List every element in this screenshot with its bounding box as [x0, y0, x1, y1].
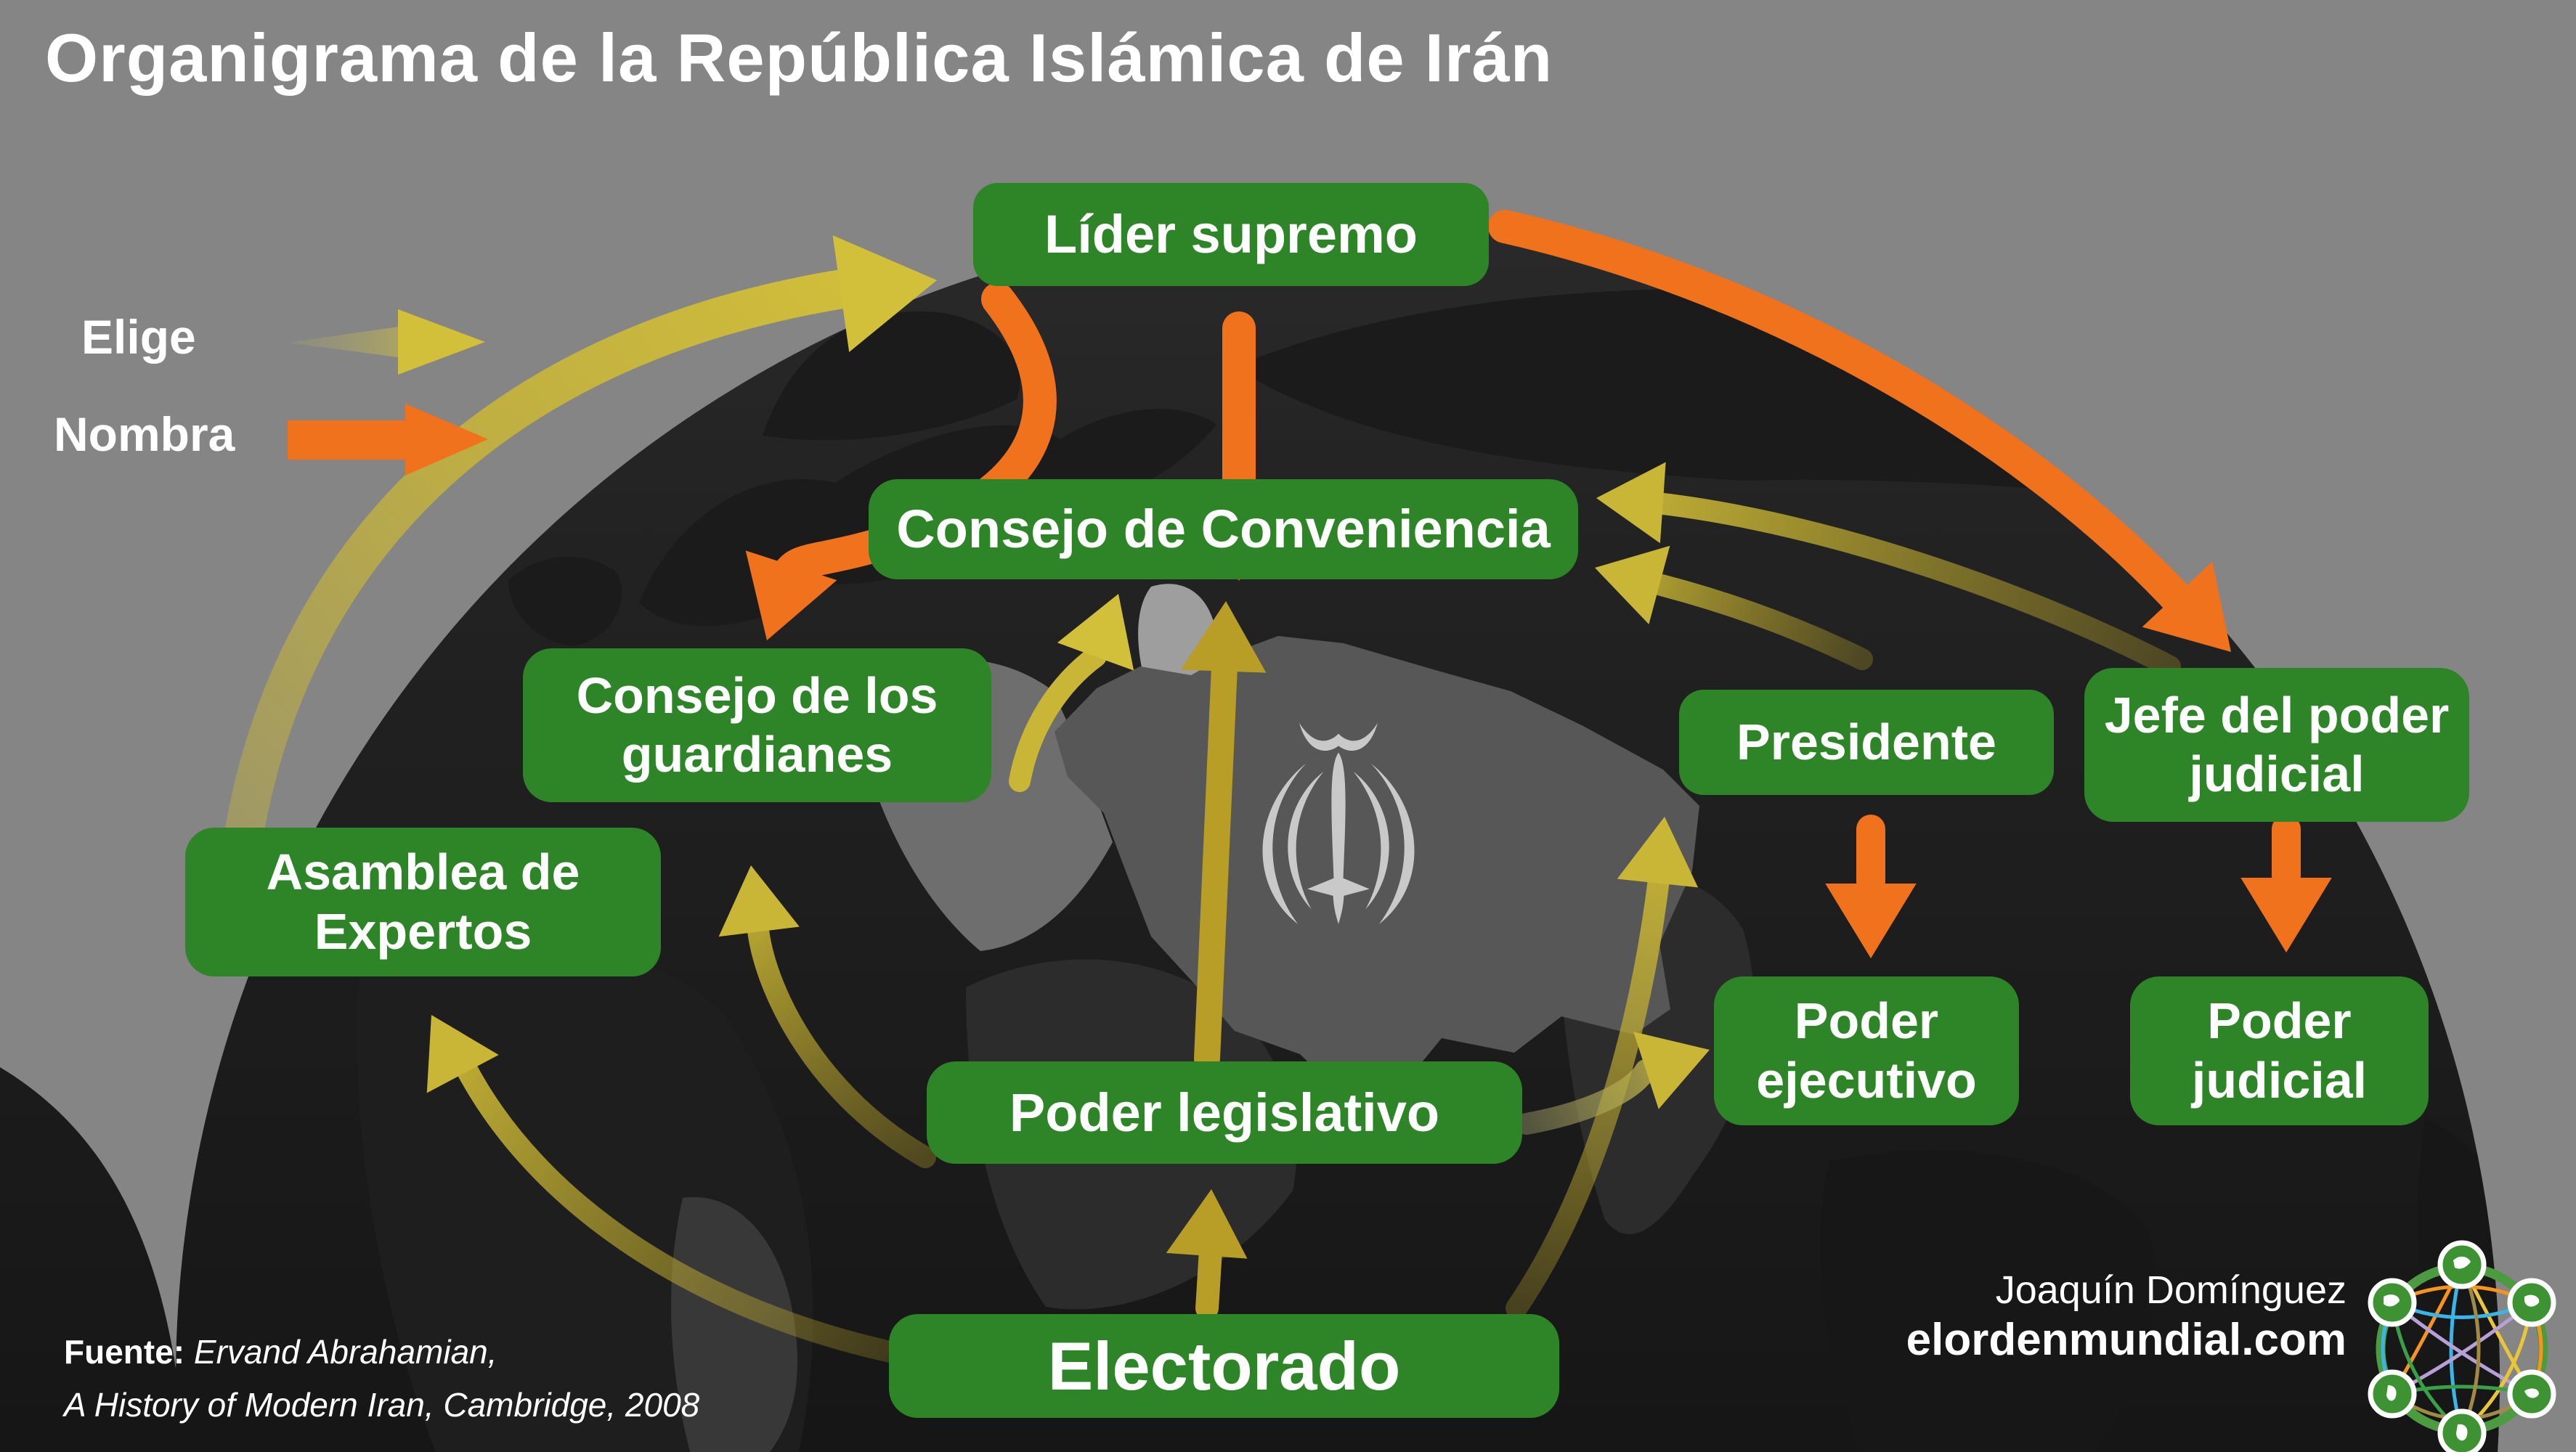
node-lider-supremo: Líder supremo — [973, 183, 1489, 286]
node-poder-ejecutivo: Poder ejecutivo — [1714, 976, 2019, 1125]
arrow-legislativo-elige-ejecutivo — [1516, 1011, 1723, 1135]
source-book: A History of Modern Iran, Cambridge, 200… — [64, 1385, 700, 1424]
source-note: Fuente: Ervand Abrahamian, A History of … — [64, 1326, 699, 1431]
credit-site: elordenmundial.com — [1906, 1315, 2347, 1366]
arrow-legislativo-elige-guardianes — [710, 860, 936, 1168]
node-electorado: Electorado — [889, 1314, 1559, 1418]
credit-block: Joaquín Domínguez elordenmundial.com — [1906, 1268, 2347, 1369]
iran-emblem-icon — [1262, 722, 1415, 924]
source-author: Ervand Abrahamian, — [193, 1333, 497, 1371]
arrow-legislativo-elige-conveniencia — [1180, 599, 1269, 1072]
arrow-presidente-elige-conveniencia — [1584, 528, 1873, 670]
eom-logo-icon — [2368, 1240, 2556, 1452]
source-line-1: Fuente: Ervand Abrahamian, — [64, 1326, 699, 1379]
node-poder-legislativo: Poder legislativo — [927, 1061, 1522, 1164]
arrow-presidente-nombra-ejecutivo — [1825, 815, 1917, 958]
credit-author: Joaquín Domínguez — [1995, 1268, 2347, 1312]
node-jefe-poder-judicial: Jefe del poder judicial — [2084, 668, 2469, 822]
legend-nombra-label: Nombra — [54, 407, 235, 461]
arrow-jefejudicial-elige-conveniencia — [1593, 457, 2181, 677]
logo-continent-nodes — [2368, 1240, 2556, 1452]
node-asamblea-expertos: Asamblea de Expertos — [185, 828, 661, 976]
arrow-lider-nombra-jefejudicial — [1488, 210, 2267, 685]
source-label: Fuente: — [64, 1333, 185, 1371]
arrow-asamblea-elige-lider — [224, 221, 946, 853]
arrow-lider-nombra-conveniencia — [1190, 311, 1288, 581]
node-consejo-guardianes: Consejo de los guardianes — [523, 648, 991, 802]
arrow-jefejudicial-nombra-judicial — [2240, 815, 2332, 953]
node-presidente: Presidente — [1679, 690, 2054, 795]
source-line-2: A History of Modern Iran, Cambridge, 200… — [64, 1379, 699, 1432]
page-title: Organigrama de la República Islámica de … — [45, 20, 1553, 96]
arrow-electorado-elige-asamblea — [395, 995, 908, 1364]
node-consejo-conveniencia: Consejo de Conveniencia — [869, 479, 1578, 579]
legend-elige-label: Elige — [81, 310, 196, 364]
elige-arrow-icon — [288, 309, 485, 375]
arrow-electorado-elige-legislativo — [1166, 1186, 1252, 1320]
nombra-arrow-icon — [288, 404, 488, 476]
node-poder-judicial: Poder judicial — [2130, 976, 2429, 1125]
arrow-guardianes-elige-conveniencia — [1009, 579, 1157, 792]
